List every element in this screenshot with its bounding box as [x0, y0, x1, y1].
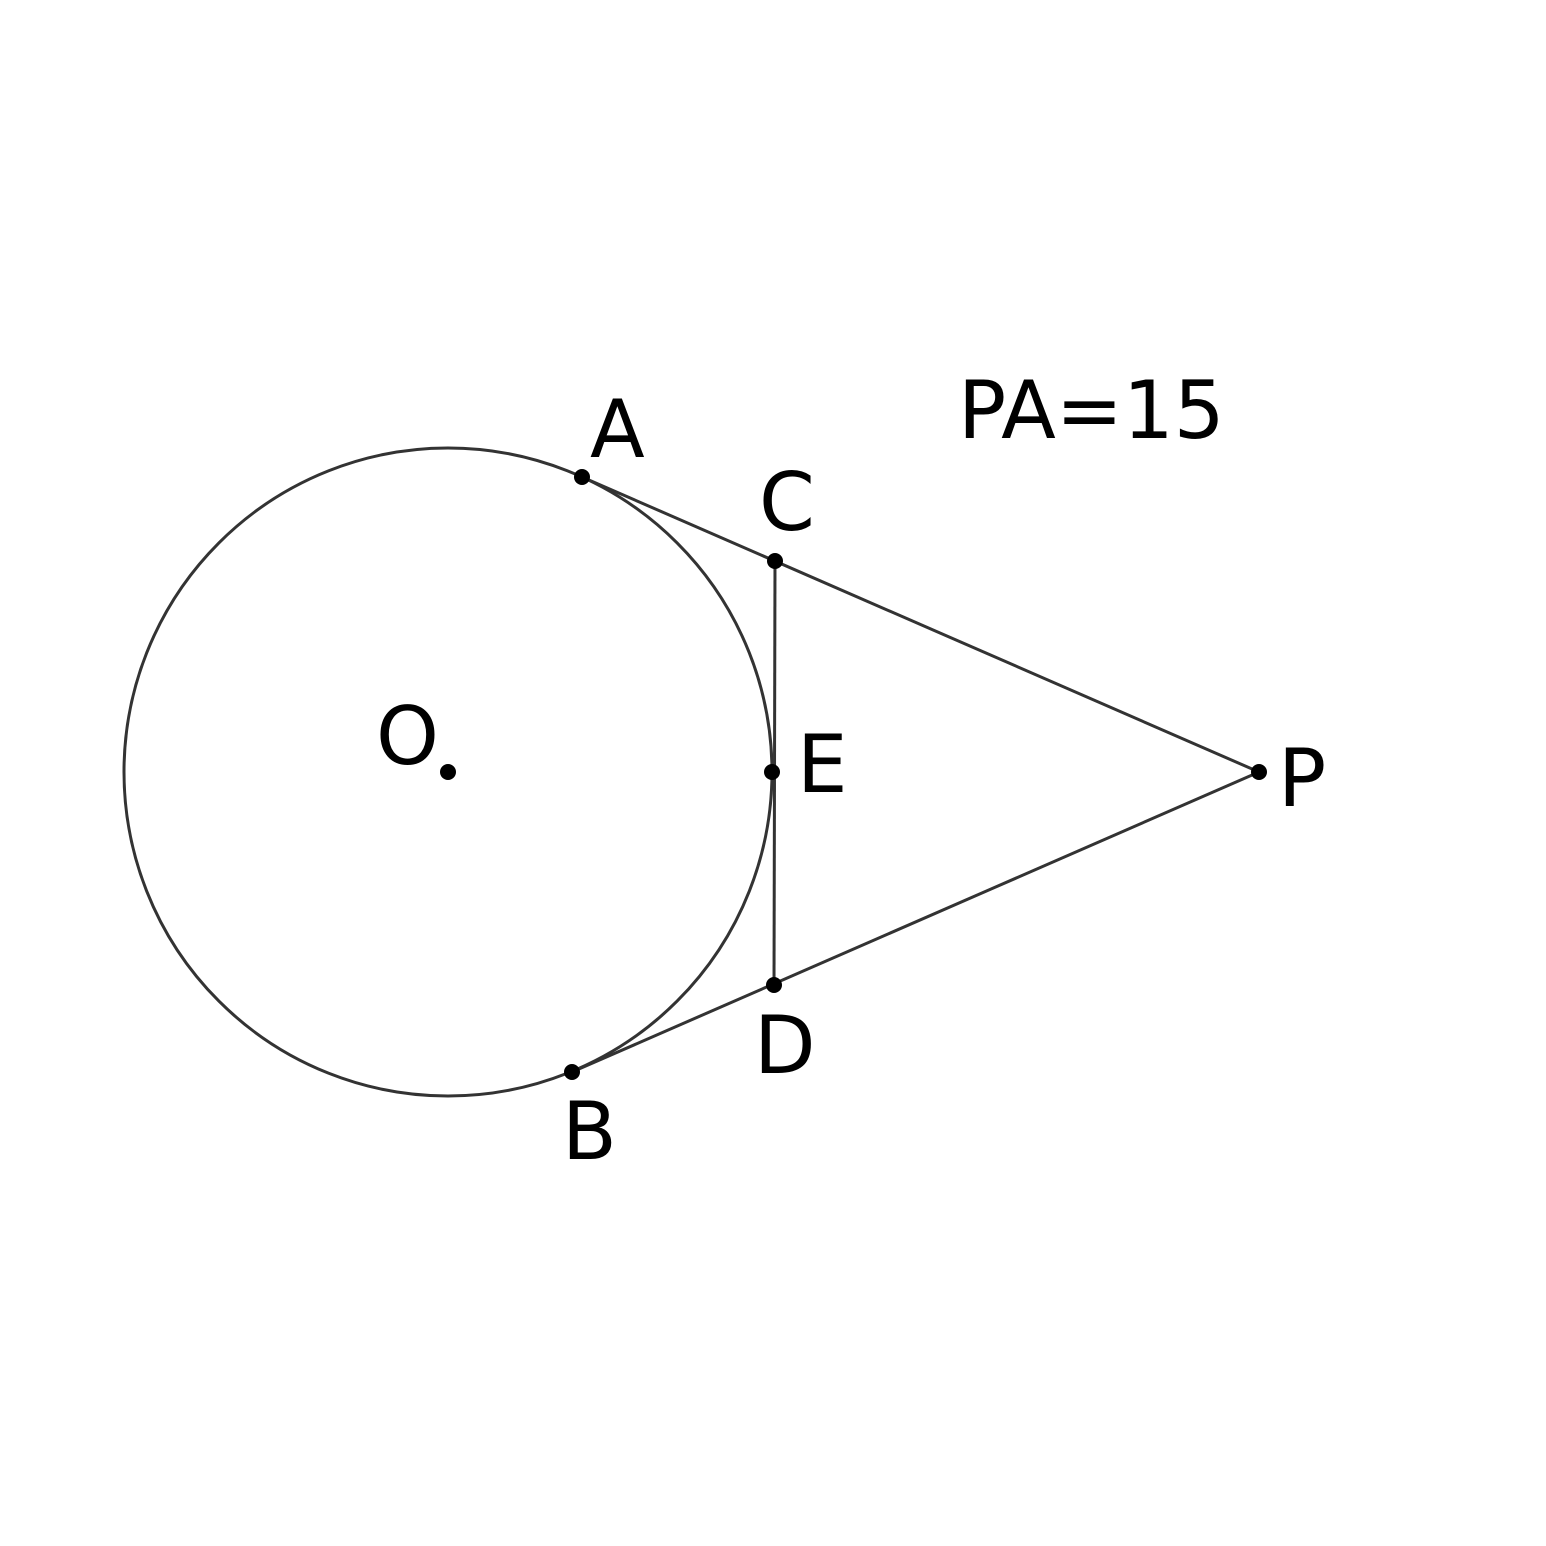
label-p: P [1278, 732, 1326, 825]
point-a [574, 469, 590, 485]
tangent-pa [581, 475, 1260, 774]
label-b: B [562, 1085, 617, 1178]
label-d: D [754, 999, 816, 1092]
point-c [767, 553, 783, 569]
point-b [564, 1064, 580, 1080]
point-p [1251, 764, 1267, 780]
point-d [766, 977, 782, 993]
label-a: A [590, 383, 645, 476]
given-condition: PA=15 [958, 364, 1225, 457]
tangent-pb [571, 770, 1260, 1074]
label-o: O [376, 690, 439, 783]
label-c: C [759, 456, 815, 549]
point-o [440, 764, 456, 780]
label-e: E [797, 718, 848, 811]
point-e [764, 764, 780, 780]
